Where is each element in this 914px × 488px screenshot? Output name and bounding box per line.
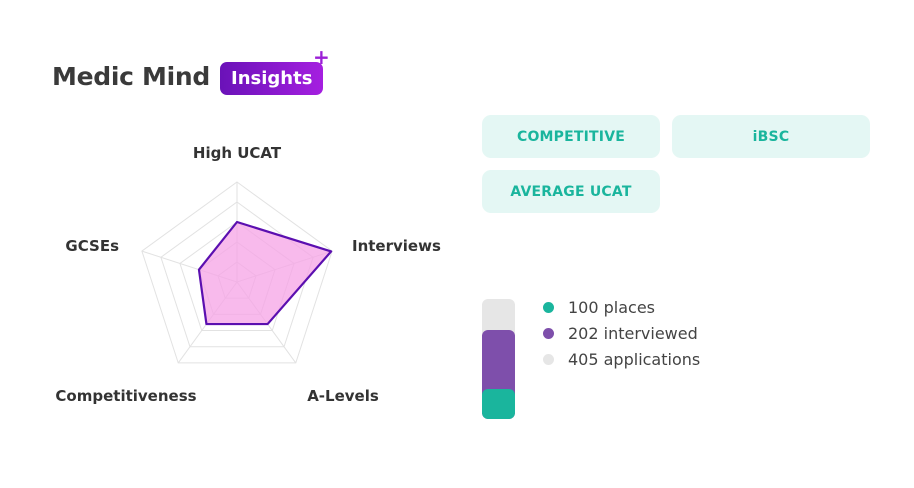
insights-badge: Insights [220,62,324,95]
radar-axis-label-high-ucat: High UCAT [193,144,282,162]
legend-item-applications: 405 applications [543,346,700,372]
legend-dot-teal [543,301,554,313]
tag-ibsc: iBSC [672,115,870,158]
radar-axis-label-competitiveness: Competitiveness [55,387,196,405]
brand-title: Medic Mind [52,62,210,91]
plus-icon: + [313,45,330,69]
radar-grid-ring [141,181,333,364]
legend-dot-purple [543,327,554,339]
legend-dot-grey [543,353,554,365]
legend-label-places: 100 places [568,297,656,317]
legend-label-applications: 405 applications [568,349,701,369]
tag-average-ucat: AVERAGE UCAT [482,170,660,213]
bar-segment-places [482,389,515,419]
radar-axis-label-interviews: Interviews [352,237,441,255]
legend-item-places: 100 places [543,294,700,320]
legend-label-interviewed: 202 interviewed [568,323,698,343]
tag-competitive: COMPETITIVE [482,115,660,158]
stacked-bar [482,299,515,419]
radar-axis-label-gcses: GCSEs [65,237,119,255]
legend: 100 places 202 interviewed 405 applicati… [543,294,700,372]
legend-item-interviewed: 202 interviewed [543,320,700,346]
radar-data-area [197,220,333,326]
radar-axis-label-a-levels: A-Levels [307,387,379,405]
